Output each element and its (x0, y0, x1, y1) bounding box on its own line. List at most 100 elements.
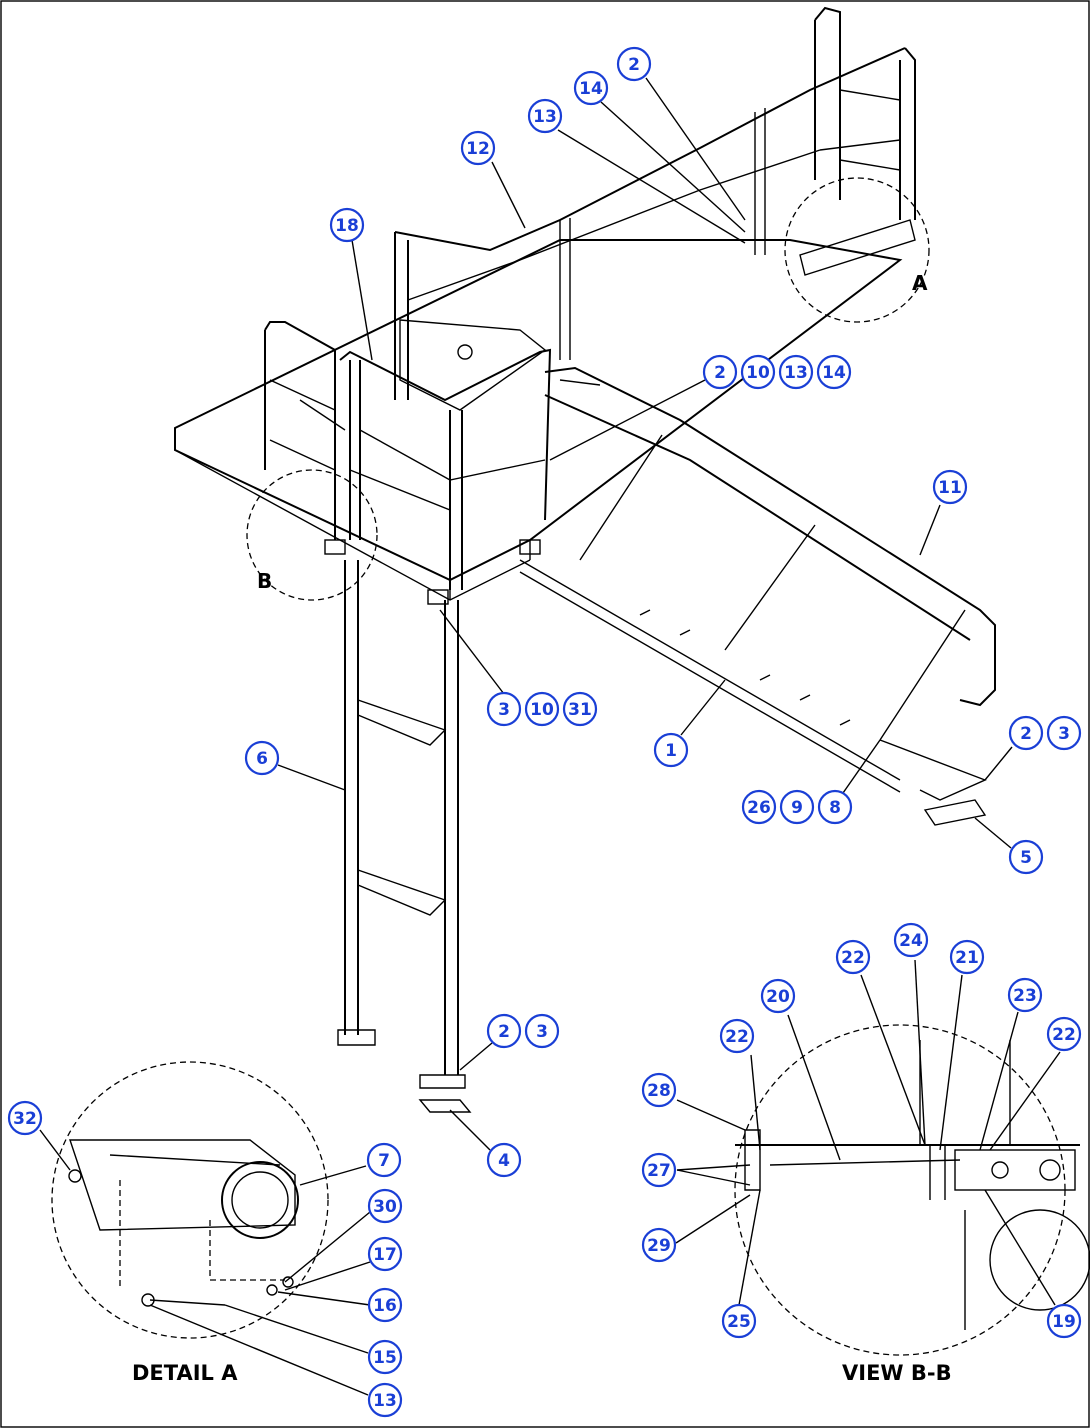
callout-label: 9 (791, 798, 803, 818)
callout-balloon: 19 (1046, 1303, 1082, 1339)
callout-balloon-circle (562, 691, 598, 727)
callout-label: 3 (1058, 724, 1070, 744)
callout-label: 2 (714, 363, 726, 383)
callout-label: 21 (955, 948, 979, 968)
callout-balloon: 26 (741, 789, 777, 825)
view-b-marker: B (257, 569, 272, 593)
callout-balloon-circle (641, 1227, 677, 1263)
callout-label: 12 (466, 139, 490, 159)
callout-label: 13 (373, 1391, 397, 1411)
callout-balloon: 24 (893, 922, 929, 958)
callout-balloon: 14 (816, 354, 852, 390)
callout-label: 23 (1013, 986, 1037, 1006)
detail-a-title: DETAIL A (132, 1361, 238, 1385)
callout-balloon: 4 (486, 1142, 522, 1178)
callout-balloon-circle (367, 1382, 403, 1418)
callout-balloon-circle (616, 46, 652, 82)
callout-label: 2 (498, 1022, 510, 1042)
callout-balloon-circle (778, 354, 814, 390)
callout-balloon: 8 (817, 789, 853, 825)
callout-balloon-circle (741, 789, 777, 825)
callout-balloon-circle (329, 207, 365, 243)
view-bb (734, 1024, 1090, 1356)
callout-label: 5 (1020, 848, 1032, 868)
callout-balloon: 1 (653, 732, 689, 768)
callout-label: 32 (13, 1109, 37, 1129)
detail-a-zoom-circle (784, 177, 930, 323)
callout-balloon-circle (7, 1100, 43, 1136)
callout-balloon-circle (653, 732, 689, 768)
callout-balloon-circle (1007, 977, 1043, 1013)
callout-label: 29 (647, 1236, 671, 1256)
callout-label: 25 (727, 1312, 751, 1332)
callout-balloon-circle (817, 789, 853, 825)
callout-label: 13 (784, 363, 808, 383)
callout-label: 20 (766, 987, 790, 1007)
callout-balloon-circle (721, 1303, 757, 1339)
callout-label: 3 (536, 1022, 548, 1042)
callout-label: 18 (335, 216, 359, 236)
callout-balloon-circle (835, 939, 871, 975)
callout-balloon: 16 (367, 1287, 403, 1323)
callout-label: 6 (256, 749, 268, 769)
callout-label: 10 (530, 700, 554, 720)
callout-label: 2 (1020, 724, 1032, 744)
callout-balloon-circle (641, 1152, 677, 1188)
callout-label: 22 (725, 1027, 749, 1047)
callout-label: 4 (498, 1151, 510, 1171)
callout-balloon-circle (1046, 1303, 1082, 1339)
callout-label: 3 (498, 700, 510, 720)
callout-balloon-circle (949, 939, 985, 975)
callout-balloon-circle (740, 354, 776, 390)
callout-balloon: 22 (835, 939, 871, 975)
callout-balloon-circle (641, 1072, 677, 1108)
callout-label: 22 (1052, 1025, 1076, 1045)
callout-label: 13 (533, 107, 557, 127)
callout-balloon: 22 (1046, 1016, 1082, 1052)
leader-lines (39, 77, 1061, 1396)
callout-label: 19 (1052, 1312, 1076, 1332)
callout-balloon: 27 (641, 1152, 677, 1188)
callout-balloon-circle (1008, 839, 1044, 875)
view-b-zoom-circle (246, 469, 378, 601)
callout-balloon: 5 (1008, 839, 1044, 875)
callout-balloon-circle (460, 130, 496, 166)
callout-balloon: 30 (367, 1188, 403, 1224)
callout-balloon: 6 (244, 740, 280, 776)
callout-label: 30 (373, 1197, 397, 1217)
callout-balloon: 13 (778, 354, 814, 390)
callout-label: 15 (373, 1348, 397, 1368)
callout-balloon: 22 (719, 1018, 755, 1054)
callout-balloon-circle (1046, 715, 1082, 751)
callout-balloon-circle (527, 98, 563, 134)
callout-balloon-circle (367, 1236, 403, 1272)
callout-label: 16 (373, 1296, 397, 1316)
callout-balloon: 32 (7, 1100, 43, 1136)
callout-balloon-circle (524, 1013, 560, 1049)
callout-balloon: 10 (740, 354, 776, 390)
callout-label: 11 (938, 478, 962, 498)
callout-balloon-circle (244, 740, 280, 776)
callout-balloon: 15 (367, 1339, 403, 1375)
detail-a (51, 1061, 329, 1339)
callout-balloon: 3 (524, 1013, 560, 1049)
callout-balloon-circle (816, 354, 852, 390)
callout-balloon-circle (486, 1013, 522, 1049)
callout-balloon-circle (486, 691, 522, 727)
callout-balloon: 23 (1007, 977, 1043, 1013)
callout-label: 1 (665, 741, 677, 761)
callout-balloon-circle (932, 469, 968, 505)
callout-balloon-circle (1046, 1016, 1082, 1052)
callout-balloon-circle (702, 354, 738, 390)
callout-label: 28 (647, 1081, 671, 1101)
callout-label: 17 (373, 1245, 397, 1265)
callout-balloon: 17 (367, 1236, 403, 1272)
callout-balloon: 3 (1046, 715, 1082, 751)
main-assembly (174, 6, 996, 1113)
callout-balloon-circle (1008, 715, 1044, 751)
callout-label: 31 (568, 700, 592, 720)
callout-balloon: 13 (527, 98, 563, 134)
